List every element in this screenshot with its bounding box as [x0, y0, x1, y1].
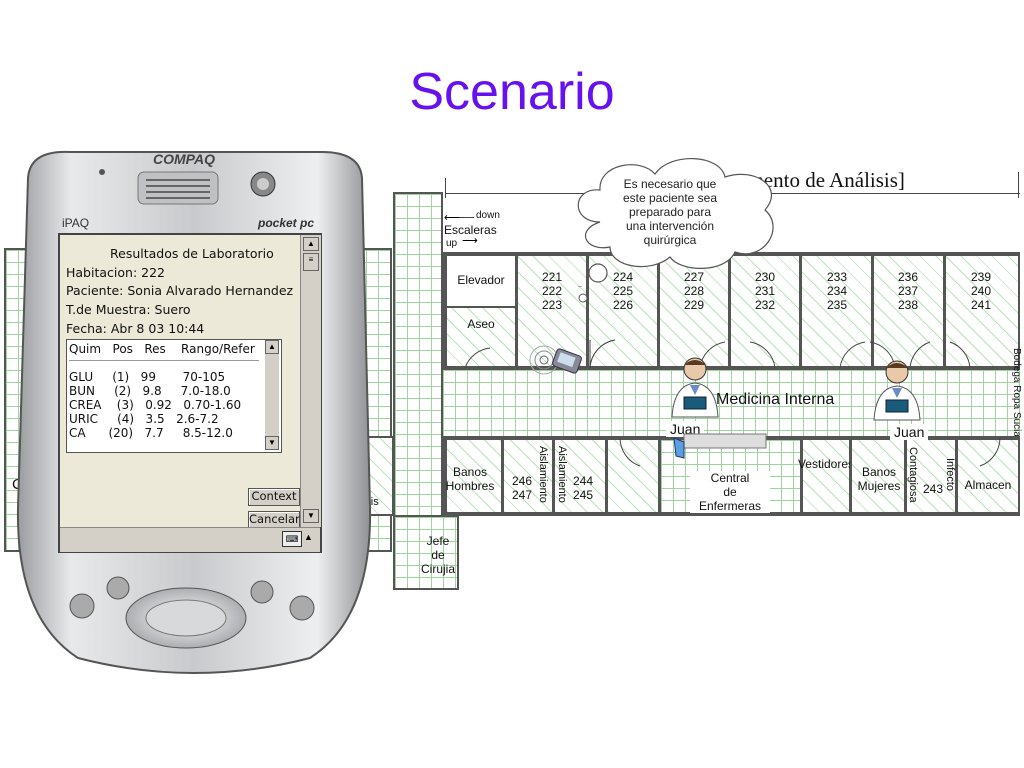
vestidores-label: Vestidores [797, 457, 855, 471]
vestidores-room [801, 438, 851, 514]
keyboard-icon[interactable]: ⌨ [282, 531, 302, 547]
paciente-label: Paciente: Sonia Alvarado Hernandez [66, 283, 294, 298]
corridor-label: Medicina Interna [716, 391, 835, 408]
banos-hombres-label: Banos Hombres [445, 465, 495, 493]
stairs-down-label: down [476, 210, 500, 221]
results-table[interactable]: Quim Pos Res Rango/Refer GLU (1) 99 70-1… [66, 339, 282, 453]
jefe-cirujia-label: Jefe de Cirujia [420, 534, 455, 576]
room-236-238 [872, 254, 945, 368]
context-button[interactable]: Context [248, 488, 300, 506]
scroll-down-arrow-icon[interactable]: ▼ [303, 509, 319, 523]
scroll-thumb[interactable]: ≡ [303, 253, 319, 271]
arrow-left-icon: ⟵ [444, 212, 460, 224]
room-numbers: 221 222 223 [541, 270, 563, 312]
aislamiento-label: Aislamiento [556, 446, 568, 503]
table-row: URIC (4) 3.5 2.6-7.2 [69, 412, 219, 426]
room-246-247-label: 246 247 [511, 474, 533, 502]
stairs-label: Escaleras [444, 223, 497, 237]
central-enfermeras-label: Central de Enfermeras [690, 471, 770, 513]
room-numbers: 239 240 241 [970, 270, 992, 312]
room-numbers: 236 237 238 [897, 270, 919, 312]
contagiosa-label: Contagiosa [907, 447, 919, 503]
table-header: Quim Pos Res Rango/Refer [69, 342, 255, 356]
stairs: ⟵ down Escaleras up ⟶ [444, 209, 502, 251]
room-numbers: 233 234 235 [826, 270, 848, 312]
aseo-label: Aseo [467, 317, 495, 331]
pda-device: COMPAQ iPAQ pocket pc Resultados de Labo… [10, 148, 378, 678]
jefe-cirujia-room [393, 515, 459, 590]
pda-taskbar: ⌨ ▲ [60, 527, 320, 552]
habitacion-label: Habitacion: 222 [66, 265, 165, 280]
doctor-name: Juan [666, 421, 705, 437]
doctor-name: Juan [890, 424, 929, 440]
right-edge-label: Bodega Ropa Sucia [1011, 348, 1022, 437]
dimension-tick [1018, 172, 1019, 198]
pda-os-label: pocket pc [258, 216, 315, 230]
room-blank [606, 438, 660, 514]
room-numbers: 230 231 232 [754, 270, 776, 312]
wireless-pda-icon [529, 345, 582, 375]
muestra-label: T.de Muestra: Suero [66, 302, 191, 317]
room-233-235 [800, 254, 873, 368]
table-row: CREA (3) 0.92 0.70-1.60 [69, 398, 242, 412]
room-246-247 [502, 438, 554, 514]
pda-brand: COMPAQ [153, 151, 215, 167]
scroll-up-arrow-icon[interactable]: ▲ [265, 340, 279, 354]
banos-mujeres-label: Banos Mujeres [857, 465, 901, 493]
scroll-up-arrow-icon[interactable]: ▲ [303, 237, 319, 251]
pda-model: iPAQ [62, 216, 90, 230]
doctor-figure: Juan [660, 355, 730, 450]
thought-cloud [577, 157, 774, 287]
window-scrollbar[interactable]: ▲ ≡ ▼ [300, 235, 321, 527]
pda-screen: Resultados de Laboratorio Habitacion: 22… [58, 233, 322, 553]
dimension-tick [445, 178, 446, 198]
fecha-label: Fecha: Abr 8 03 10:44 [66, 321, 205, 336]
cancel-button[interactable]: Cancelar [248, 511, 300, 529]
doctor-figure: Juan [862, 358, 932, 453]
room-227-229 [658, 254, 730, 368]
elevador-label: Elevador [457, 273, 505, 287]
room-243-label: 243 [922, 482, 944, 496]
scroll-down-arrow-icon[interactable]: ▼ [265, 436, 279, 450]
room-239-241 [944, 254, 1020, 368]
arrow-right-icon: ⟶ [462, 235, 478, 247]
table-row: CA (20) 7.7 8.5-12.0 [69, 426, 233, 440]
almacen-label: Almacen [964, 478, 1012, 492]
stairs-up-label: up [446, 238, 458, 249]
handheld-device-icon [673, 433, 767, 459]
table-scrollbar[interactable]: ▲ ▼ [265, 340, 279, 450]
doctor-icon [873, 360, 921, 421]
sip-arrow-icon[interactable]: ▲ [304, 532, 313, 542]
table-row: GLU (1) 99 70-105 [69, 370, 226, 384]
left-partial-letter: C [12, 476, 23, 493]
infecto-label: Infecto [944, 458, 956, 492]
results-title: Resultados de Laboratorio [110, 246, 274, 261]
room-numbers: 227 228 229 [683, 270, 705, 312]
aseo-room [445, 306, 517, 368]
slide-title: Scenario [409, 63, 615, 121]
room-244-245 [553, 438, 607, 514]
stair-corridor [393, 192, 443, 517]
room-244-245-label: 244 245 [572, 474, 594, 502]
thought-bubble-small [578, 293, 588, 303]
aislamiento-label: Aislamiento [537, 446, 549, 503]
table-row: BUN (2) 9.8 7.0-18.0 [69, 384, 231, 398]
doctor-icon [671, 357, 719, 418]
room-numbers: 224 225 226 [612, 270, 634, 312]
banos-mujeres-room [850, 438, 906, 514]
almacen-room [956, 438, 1020, 514]
cloud-message: Es necesario que este paciente sea prepa… [622, 177, 718, 247]
door-arcs [464, 339, 1001, 467]
